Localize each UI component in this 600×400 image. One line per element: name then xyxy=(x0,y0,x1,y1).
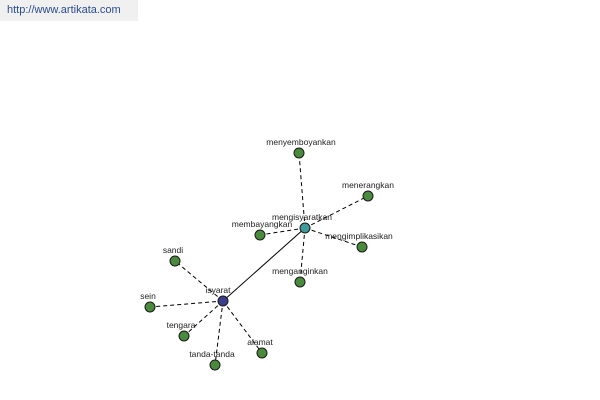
node-label-menerangkan[interactable]: menerangkan xyxy=(342,180,394,190)
edge-isyarat-mengisyaratkan xyxy=(222,227,306,302)
edge-isyarat-sein xyxy=(149,300,224,308)
node-menyemboyankan[interactable]: menyemboyankan xyxy=(266,137,336,159)
edge-isyarat-alamat xyxy=(222,300,263,354)
node-circle-tanda-tanda[interactable] xyxy=(209,359,221,371)
edge-isyarat-sandi xyxy=(174,260,224,302)
node-label-menyemboyankan[interactable]: menyemboyankan xyxy=(266,137,336,147)
edge-isyarat-tanda-tanda xyxy=(214,300,224,366)
node-circle-sandi[interactable] xyxy=(169,255,181,267)
node-label-menganginkan[interactable]: menganginkan xyxy=(272,266,328,276)
site-url-banner[interactable]: http://www.artikata.com xyxy=(0,0,138,21)
node-circle-tengara[interactable] xyxy=(178,330,190,342)
edges-layer xyxy=(149,152,369,366)
node-menganginkan[interactable]: menganginkan xyxy=(272,266,328,288)
node-label-alamat[interactable]: alamat xyxy=(247,337,273,347)
node-sein[interactable]: sein xyxy=(140,291,156,313)
node-alamat[interactable]: alamat xyxy=(247,337,273,359)
node-tanda-tanda[interactable]: tanda-tanda xyxy=(189,349,235,371)
node-label-membayangkan[interactable]: membayangkan xyxy=(232,219,293,229)
node-circle-mengisyaratkan[interactable] xyxy=(299,222,311,234)
node-circle-menerangkan[interactable] xyxy=(362,190,374,202)
edge-isyarat-tengara xyxy=(183,300,224,337)
edge-mengisyaratkan-menyemboyankan xyxy=(298,152,306,229)
node-label-tengara[interactable]: tengara xyxy=(167,320,196,330)
node-label-isyarat[interactable]: isyarat xyxy=(205,285,231,295)
edge-mengisyaratkan-menganginkan xyxy=(299,227,306,283)
node-menerangkan[interactable]: menerangkan xyxy=(342,180,394,202)
node-circle-isyarat[interactable] xyxy=(217,295,229,307)
node-mengimplikasikan[interactable]: mengimplikasikan xyxy=(325,231,393,253)
node-membayangkan[interactable]: membayangkan xyxy=(232,219,293,241)
node-circle-membayangkan[interactable] xyxy=(254,229,266,241)
node-circle-alamat[interactable] xyxy=(256,347,268,359)
node-label-sein[interactable]: sein xyxy=(140,291,156,301)
node-label-mengisyaratkan[interactable]: mengisyaratkan xyxy=(272,212,332,222)
node-mengisyaratkan[interactable]: mengisyaratkan xyxy=(272,212,332,234)
node-circle-menyemboyankan[interactable] xyxy=(293,147,305,159)
node-label-tanda-tanda[interactable]: tanda-tanda xyxy=(189,349,235,359)
node-circle-menganginkan[interactable] xyxy=(294,276,306,288)
node-label-sandi[interactable]: sandi xyxy=(163,245,183,255)
node-circle-sein[interactable] xyxy=(144,301,156,313)
node-isyarat[interactable]: isyarat xyxy=(205,285,231,307)
nodes-layer: isyarat mengisyaratkan menyemboyankan mener… xyxy=(140,137,394,371)
edge-mengisyaratkan-menerangkan xyxy=(304,195,369,229)
node-tengara[interactable]: tengara xyxy=(167,320,196,342)
edge-mengisyaratkan-membayangkan xyxy=(259,227,306,236)
node-circle-mengimplikasikan[interactable] xyxy=(356,241,368,253)
node-label-mengimplikasikan[interactable]: mengimplikasikan xyxy=(325,231,393,241)
node-sandi[interactable]: sandi xyxy=(163,245,183,267)
edge-mengisyaratkan-mengimplikasikan xyxy=(304,227,363,248)
